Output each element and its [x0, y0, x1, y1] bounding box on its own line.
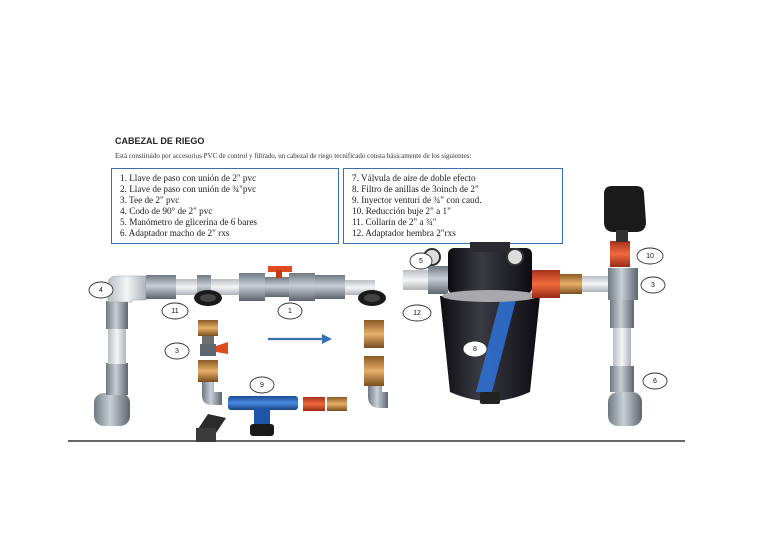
- top-run: [146, 266, 375, 301]
- intro-text: Está constituido por accesorios PVC de c…: [115, 152, 472, 160]
- union-left: [146, 275, 176, 299]
- callout-bubble: [640, 276, 666, 294]
- legend-item: 12. Adaptador hembra 2"rxs: [352, 228, 456, 238]
- adapter-left-low: [106, 363, 128, 395]
- bushing-10: [610, 241, 630, 267]
- callout-label: 6: [653, 378, 657, 385]
- manometer-right: [506, 248, 524, 266]
- callout-label: 1: [288, 308, 292, 315]
- elbow-bypass-left: [202, 382, 222, 405]
- callout-bubble: [462, 340, 488, 358]
- elbow-bypass-right: [368, 386, 388, 408]
- brass-adapter-b: [198, 360, 218, 382]
- legend-item: 6. Adaptador macho de 2" rxs: [120, 228, 230, 238]
- valve-2-handle: [216, 342, 228, 354]
- callout-label: 11: [171, 308, 178, 315]
- legend-box-right: 7. Válvula de aire de doble efecto 8. Fi…: [343, 168, 563, 244]
- elbow-90-top-left: [107, 275, 147, 303]
- brass-adapter-a: [198, 320, 218, 336]
- callout-bubble: [161, 302, 189, 320]
- callout-label: 3: [651, 282, 655, 289]
- elbow-bottom-right: [608, 392, 642, 426]
- callout-bubble: [164, 342, 190, 360]
- callout-label: 9: [260, 382, 264, 389]
- legend-item: 11. Collarín de 2" a ¾": [352, 217, 437, 227]
- venturi-connector: [250, 424, 274, 436]
- union-right: [315, 275, 345, 299]
- tee-outlet: [608, 268, 638, 300]
- callout-bubble: [249, 376, 275, 394]
- pipe-to-filter: [403, 270, 429, 290]
- brass-adapter-e: [364, 320, 384, 348]
- pipe-outlet: [582, 276, 610, 292]
- callouts: 4 1 11 3 9 12 5 8 10 3 6: [88, 247, 668, 394]
- venturi-body: [228, 396, 298, 410]
- adapter-left-high: [106, 301, 128, 329]
- callout-bubble: [409, 252, 433, 270]
- callout-label: 5: [419, 258, 423, 265]
- legend-item: 1. Llave de paso con unión de 2" pvc: [120, 173, 257, 183]
- inlet-adapter: [428, 266, 448, 294]
- valve-2: [200, 344, 216, 356]
- flow-arrow: [268, 334, 332, 344]
- callout-label: 10: [646, 253, 654, 260]
- filter-stripe: [476, 300, 516, 392]
- valve-1-body-left: [239, 273, 265, 301]
- legend-item: 7. Válvula de aire de doble efecto: [352, 173, 476, 183]
- right-bypass: [303, 290, 388, 411]
- legend-item: 2. Llave de paso con unión de ¾"pvc: [120, 184, 257, 194]
- left-riser: [94, 275, 147, 426]
- left-bypass: [194, 290, 228, 405]
- pipe-left: [108, 328, 126, 364]
- reducer-red-a: [303, 397, 325, 411]
- callout-bubble: [88, 281, 114, 299]
- callout-label: 3: [175, 348, 179, 355]
- legend-item: 4. Codo de 90° de 2" pvc: [120, 206, 213, 216]
- valve-1-handle: [268, 266, 292, 272]
- callout-label: 12: [413, 310, 421, 317]
- pipe-top-b: [211, 279, 239, 295]
- callout-bubble: [636, 247, 664, 265]
- pipe-right: [613, 328, 631, 368]
- valve-1-body-right: [289, 273, 315, 301]
- legend-item: 9. Inyector venturi de ¾" con caud.: [352, 195, 482, 205]
- adapter-right-low: [610, 366, 634, 392]
- air-valve-7: [604, 186, 646, 232]
- brass-adapter-d: [364, 356, 384, 386]
- elbow-bottom-left: [94, 393, 130, 426]
- callout-label: 4: [99, 287, 103, 294]
- page-title: CABEZAL DE RIEGO: [115, 136, 205, 146]
- brass-adapter-f: [560, 274, 582, 294]
- filter-assembly: [403, 242, 540, 404]
- brass-adapter-c: [327, 397, 347, 411]
- filter-clamp: [442, 290, 538, 302]
- venturi-injector: [196, 396, 298, 442]
- legend-item: 10. Reducción buje 2" a 1": [352, 206, 451, 216]
- pipe-top-a: [176, 279, 198, 295]
- callout-bubble: [402, 304, 432, 322]
- callout-label: 8: [473, 346, 477, 353]
- legend-box-left: 1. Llave de paso con unión de 2" pvc 2. …: [111, 168, 339, 244]
- valve-1-center: [265, 277, 289, 297]
- outlet-side: [532, 186, 646, 426]
- legend-item: 3. Tee de 2" pvc: [120, 195, 180, 205]
- callout-bubble: [277, 302, 303, 320]
- legend-item: 8. Filtro de anillas de 3oinch de 2": [352, 184, 479, 194]
- adapter-right-high: [610, 300, 634, 328]
- legend-item: 5. Manómetro de glicerina de 6 bares: [120, 217, 257, 227]
- reducer-red-b: [532, 270, 560, 298]
- callout-bubble: [642, 372, 668, 390]
